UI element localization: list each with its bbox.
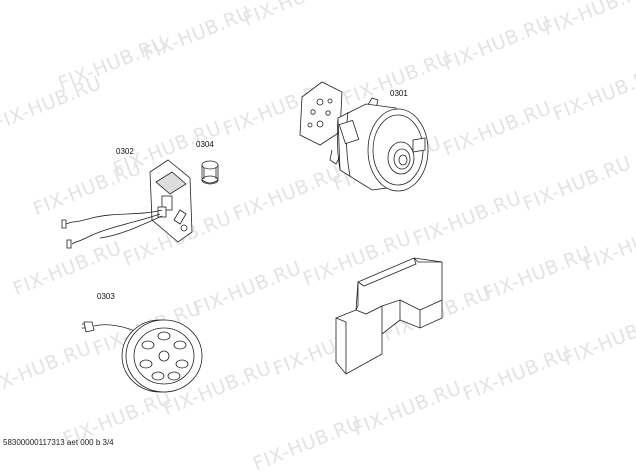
filter-drawing bbox=[201, 160, 219, 185]
motor-drawing bbox=[299, 81, 429, 192]
seal-drawing bbox=[335, 257, 443, 375]
part-label-cable-reel: 0303 bbox=[97, 292, 115, 301]
part-label-pcb: 0302 bbox=[116, 147, 134, 156]
parts-drawing bbox=[61, 81, 443, 393]
pcb-drawing bbox=[61, 159, 193, 249]
part-label-motor: 0301 bbox=[390, 89, 408, 98]
cable-reel-drawing bbox=[82, 319, 203, 393]
document-footer: 58300000117313 aet 000 b 3/4 bbox=[3, 438, 114, 447]
part-label-filter: 0304 bbox=[196, 140, 214, 149]
